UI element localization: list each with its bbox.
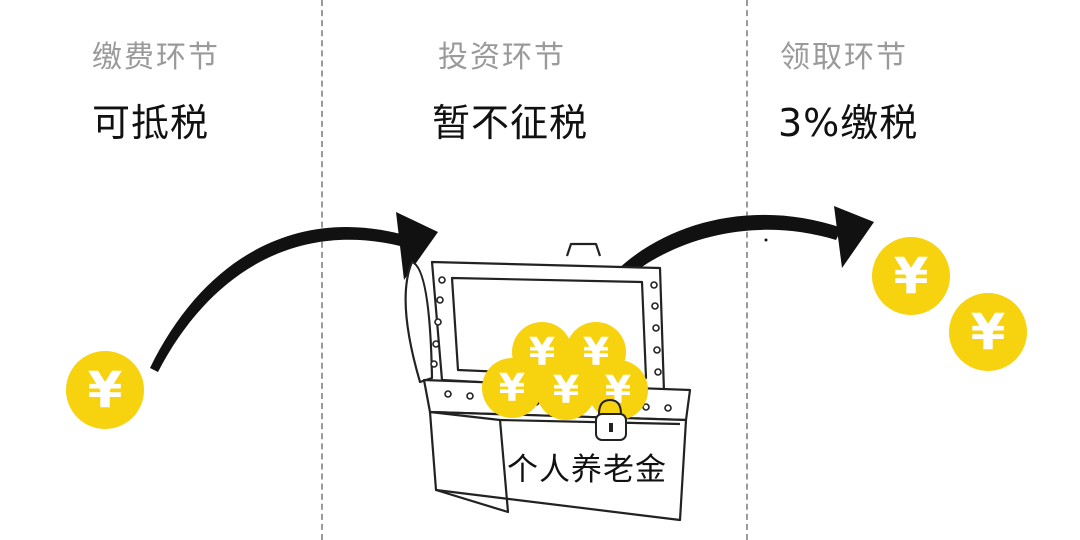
yen-coin-icon: ¥ xyxy=(536,360,596,420)
yen-coin-icon: ¥ xyxy=(872,237,950,315)
stage-label-investment: 投资环节 xyxy=(438,40,566,75)
coin-symbol: ¥ xyxy=(553,368,579,412)
stage-value-withdrawal: 3%缴税 xyxy=(778,101,919,145)
coin-symbol: ¥ xyxy=(894,247,929,305)
yen-coin-icon: ¥ xyxy=(66,351,144,429)
yen-coin-icon: ¥ xyxy=(588,360,648,420)
stage-label-payment: 缴费环节 xyxy=(92,40,220,75)
coin-symbol: ¥ xyxy=(499,366,525,410)
coin-symbol: ¥ xyxy=(971,303,1006,361)
chest-coins: ¥ ¥ ¥ ¥ ¥ xyxy=(482,322,648,420)
stage-value-investment: 暂不征税 xyxy=(432,101,589,145)
stage-value-payment: 可抵税 xyxy=(92,101,210,145)
divider-left xyxy=(321,0,323,540)
yen-coin-icon: ¥ xyxy=(482,358,542,418)
fund-label: 个人养老金 xyxy=(507,452,667,488)
divider-right xyxy=(746,0,748,540)
padlock-icon xyxy=(595,398,627,441)
coin-symbol: ¥ xyxy=(605,368,631,412)
coin-symbol: ¥ xyxy=(88,361,123,419)
stage-label-withdrawal: 领取环节 xyxy=(780,40,908,75)
yen-coin-icon: ¥ xyxy=(949,293,1027,371)
curved-arrow-icon xyxy=(150,212,438,372)
